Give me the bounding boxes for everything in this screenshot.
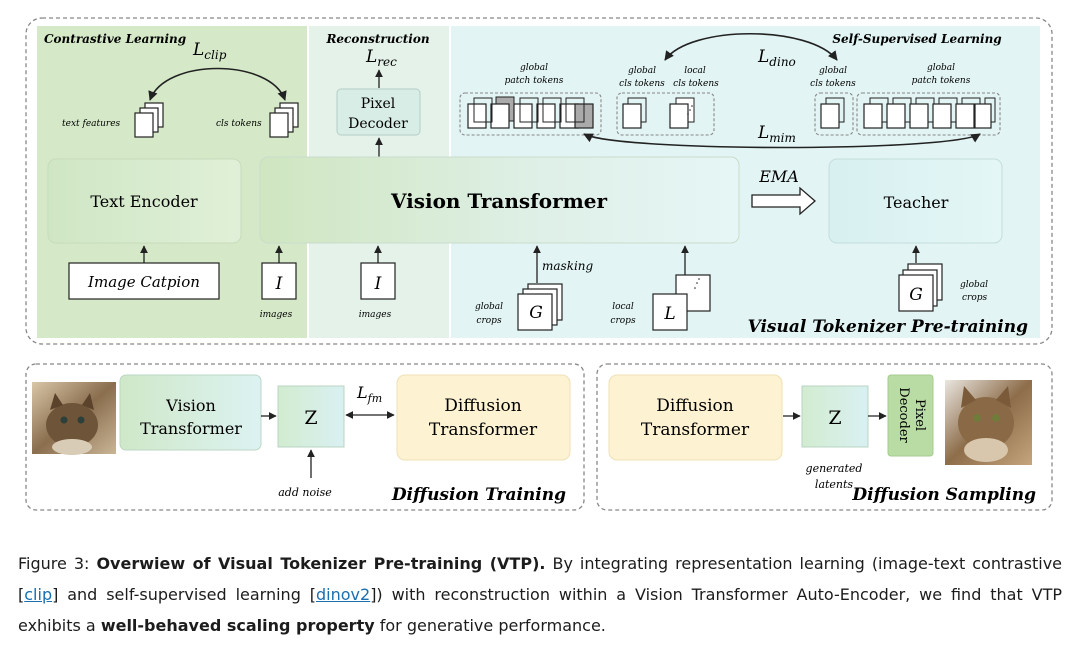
- teacher-label: Teacher: [884, 193, 949, 212]
- dt-dit-line1: Diffusion: [444, 396, 521, 416]
- ds-pixel-decoder-box: [887, 374, 934, 457]
- diffusion-sampling-title: Diffusion Sampling: [851, 485, 1036, 505]
- generated-label-2: latents: [815, 478, 854, 491]
- loss-fm: Lfm: [356, 383, 382, 405]
- teacher-patch-tokens: [863, 97, 996, 129]
- caption-prefix: Figure 3:: [18, 554, 97, 573]
- caption-part4: for generative performance.: [374, 616, 606, 635]
- vtp-figure: Contrastive Learning Lclip text features…: [25, 17, 1053, 511]
- caption-part3: ]) with reconstruction within a Vision T…: [18, 585, 1063, 635]
- local-crop-stack: [652, 274, 711, 331]
- ds-diffusion-transformer-box: [608, 374, 783, 461]
- figure-caption: Figure 3: Overwiew of Visual Tokenizer P…: [18, 548, 1062, 641]
- student-patch-tokens: [467, 96, 594, 129]
- ds-z-box: [801, 385, 869, 448]
- dt-z-box: [277, 385, 345, 448]
- teacher-cls-label-2: cls tokens: [810, 79, 856, 89]
- image-input-box-2: [360, 262, 396, 300]
- text-encoder-box: [47, 158, 242, 244]
- student-patch-group: [459, 92, 602, 136]
- image-caption-box: [68, 262, 220, 300]
- teacher-patch-label-2: patch tokens: [912, 76, 971, 86]
- global-crops-label-2: crops: [476, 316, 502, 326]
- global-cls-label-2: cls tokens: [619, 79, 665, 89]
- image-symbol-1: I: [275, 274, 283, 294]
- reconstruction-title: Reconstruction: [325, 32, 429, 46]
- text-feature-stack: [134, 102, 164, 138]
- dt-vit-line2: Transformer: [140, 419, 242, 438]
- output-cat-image: [945, 380, 1032, 465]
- ema-arrow: [751, 186, 816, 216]
- dt-dit-line2: Transformer: [429, 420, 538, 440]
- teacher-crops-label-1: global: [960, 280, 988, 290]
- text-encoder-label: Text Encoder: [90, 192, 198, 211]
- add-noise-label: add noise: [278, 486, 332, 499]
- masking-label: masking: [542, 259, 594, 273]
- teacher-crop-stack: [898, 263, 943, 312]
- caption-bold-scaling: well-behaved scaling property: [100, 616, 375, 635]
- ds-z-label: Z: [828, 407, 841, 429]
- dt-z-label: Z: [304, 407, 317, 429]
- dt-diffusion-transformer-box: [396, 374, 571, 461]
- loss-rec: Lrec: [365, 47, 397, 69]
- vtp-panel-title: Visual Tokenizer Pre-training: [748, 317, 1029, 337]
- local-cls-label-2: cls tokens: [673, 79, 719, 89]
- global-cls-label-1: global: [628, 66, 656, 76]
- teacher-box: [828, 158, 1003, 244]
- vision-transformer-box: [259, 156, 740, 244]
- student-cls-tokens: [622, 97, 695, 129]
- input-cat-image: [32, 382, 116, 455]
- global-crop-symbol: G: [529, 303, 543, 323]
- dinov2-citation-link[interactable]: dinov2: [316, 585, 371, 604]
- image-input-box-1: [261, 262, 297, 300]
- caption-part1: By integrating representation learning (…: [18, 554, 1062, 604]
- global-patch-label-1: global: [520, 63, 548, 73]
- cls-token-stack: [269, 102, 299, 138]
- diffusion-training-title: Diffusion Training: [391, 485, 566, 505]
- pixel-decoder-line1: Pixel: [361, 96, 396, 112]
- cls-tokens-label: cls tokens: [216, 119, 262, 129]
- ds-dit-line2: Transformer: [641, 420, 750, 440]
- ssl-title: Self-Supervised Learning: [832, 32, 1001, 46]
- local-cls-label-1: local: [684, 66, 706, 76]
- local-crops-label-1: local: [612, 302, 634, 312]
- global-crop-stack: [517, 283, 563, 331]
- vision-transformer-label: Vision Transformer: [390, 189, 608, 213]
- ds-dit-line1: Diffusion: [656, 396, 733, 416]
- caption-bold-title: Overwiew of Visual Tokenizer Pre-trainin…: [96, 554, 546, 573]
- dt-vit-line1: Vision: [165, 396, 216, 415]
- teacher-crop-symbol: G: [909, 285, 923, 305]
- teacher-crops-label-2: crops: [962, 293, 988, 303]
- text-features-label: text features: [62, 119, 121, 129]
- image-symbol-2: I: [374, 274, 382, 294]
- images-label-1: images: [260, 310, 293, 320]
- images-label-2: images: [359, 310, 392, 320]
- pixel-decoder-box: [336, 88, 421, 136]
- dt-vision-transformer-box: [119, 374, 262, 451]
- caption-part2: ] and self-supervised learning [: [52, 585, 316, 604]
- ds-decoder-line2: Decoder: [896, 387, 911, 443]
- image-caption-label: Image Catpion: [87, 273, 200, 291]
- contrastive-title: Contrastive Learning: [44, 32, 186, 46]
- teacher-cls-label-1: global: [819, 66, 847, 76]
- local-crop-symbol: L: [663, 304, 675, 324]
- loss-clip: Lclip: [192, 40, 227, 62]
- ema-label: EMA: [758, 167, 799, 186]
- local-crops-label-2: crops: [610, 316, 636, 326]
- teacher-patch-label-1: global: [927, 63, 955, 73]
- ds-decoder-line1: Pixel: [912, 399, 927, 431]
- pixel-decoder-line2: Decoder: [348, 116, 408, 132]
- teacher-cls-tokens: [820, 97, 845, 129]
- generated-label-1: generated: [806, 462, 863, 475]
- global-patch-label-2: patch tokens: [505, 76, 564, 86]
- global-crops-label-1: global: [475, 302, 503, 312]
- teacher-cls-group: [814, 92, 854, 136]
- clip-citation-link[interactable]: clip: [24, 585, 53, 604]
